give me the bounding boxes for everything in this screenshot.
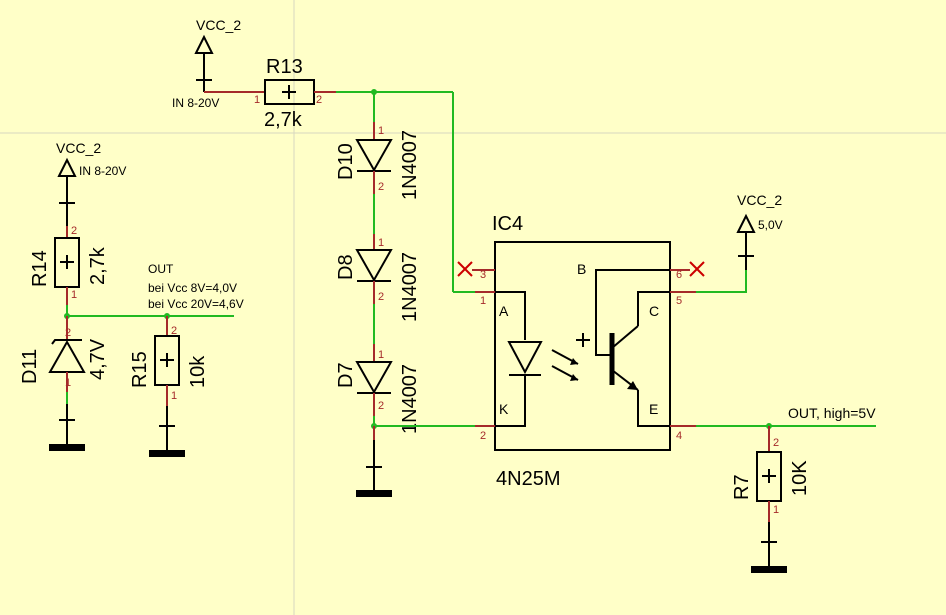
d10-value-label: 1N4007 [399, 130, 421, 200]
d10-pin1-label: 1 [378, 125, 384, 137]
vcc-right-net-label: VCC_2 [737, 192, 782, 208]
d7-pin1-label: 1 [378, 349, 384, 361]
ic4-pin-name-k: K [499, 401, 509, 417]
r15-pin1-label: 1 [171, 390, 177, 402]
ic4-part-label: 4N25M [496, 468, 560, 490]
ic4-body[interactable] [494, 241, 671, 451]
ic4-pin3-label: 3 [480, 269, 486, 281]
vcc-left-note: IN 8-20V [79, 164, 126, 178]
r14-pin2-label: 2 [71, 225, 77, 237]
vcc-top-net-label: VCC_2 [196, 17, 241, 33]
r7-pin2-label: 2 [773, 437, 779, 449]
ground-r15-symbol [149, 406, 185, 457]
no-connect-pin3 [457, 261, 495, 277]
r14-resistor[interactable] [54, 226, 80, 305]
d7-value-label: 1N4007 [399, 364, 421, 434]
d8-pin2-label: 2 [378, 291, 384, 303]
r13-value-label: 2,7k [264, 109, 303, 131]
ic4-pin-name-b: B [577, 261, 586, 277]
ic4-led-symbol [495, 291, 579, 427]
vcc-left-net-label: VCC_2 [56, 140, 101, 156]
out-left-line1: OUT [148, 262, 174, 276]
r7-resistor[interactable] [756, 426, 782, 522]
r13-ref-label: R13 [266, 56, 303, 78]
r15-ref-label: R15 [129, 351, 151, 388]
r15-value-label: 10k [187, 355, 209, 388]
r15-resistor[interactable] [154, 316, 180, 406]
r13-pin1-label: 1 [254, 94, 260, 106]
r7-pin1-label: 1 [773, 504, 779, 516]
d7-diode[interactable] [355, 344, 393, 416]
ground-r7-symbol [751, 522, 787, 573]
out-right-label: OUT, high=5V [788, 405, 876, 421]
d11-ref-label: D11 [19, 349, 41, 384]
d11-value-label: 4,7V [87, 338, 109, 380]
ic4-pin1-label: 1 [480, 295, 486, 307]
d7-ref-label: D7 [335, 362, 357, 388]
vcc-right-note: 5,0V [758, 218, 783, 232]
vcc-top-symbol [194, 34, 214, 92]
r14-pin1-label: 1 [71, 289, 77, 301]
d8-ref-label: D8 [335, 254, 357, 280]
d11-pin2-label: 2 [65, 327, 71, 339]
ic4-pin5-label: 5 [676, 295, 682, 307]
d8-pin1-label: 1 [378, 237, 384, 249]
d11-zener[interactable] [48, 316, 86, 392]
ic4-ref-label: IC4 [492, 213, 523, 235]
out-left-line2: bei Vcc 8V=4,0V [148, 281, 237, 295]
r15-pin2-label: 2 [171, 325, 177, 337]
ic4-pin-name-e: E [649, 401, 658, 417]
d8-diode[interactable] [355, 234, 393, 304]
d10-pin2-label: 2 [378, 181, 384, 193]
wire-pin5-to-vcc [696, 270, 747, 293]
d8-value-label: 1N4007 [399, 252, 421, 322]
vcc-left-symbol [57, 157, 77, 226]
ground-d11-symbol [49, 392, 85, 451]
no-connect-pin6 [670, 261, 705, 277]
r14-value-label: 2,7k [87, 246, 109, 285]
out-left-line3: bei Vcc 20V=4,6V [148, 297, 244, 311]
vcc-top-note: IN 8-20V [172, 96, 219, 110]
ic4-phototransistor-symbol [576, 269, 670, 427]
ic4-pin4-label: 4 [676, 430, 682, 442]
ic4-pin-name-a: A [499, 303, 509, 319]
ic4-pin-name-c: C [649, 303, 659, 319]
d10-ref-label: D10 [335, 143, 357, 180]
r13-pin2-label: 2 [316, 94, 322, 106]
r14-ref-label: R14 [29, 250, 51, 287]
r7-value-label: 10K [789, 460, 811, 496]
d10-diode[interactable] [355, 122, 393, 194]
r7-ref-label: R7 [731, 474, 753, 500]
ground-diodes-symbol [356, 426, 392, 497]
d11-pin1-label: 1 [65, 377, 71, 389]
ic4-pin2-label: 2 [480, 430, 486, 442]
ic4-pin6-label: 6 [676, 269, 682, 281]
d7-pin2-label: 2 [378, 400, 384, 412]
